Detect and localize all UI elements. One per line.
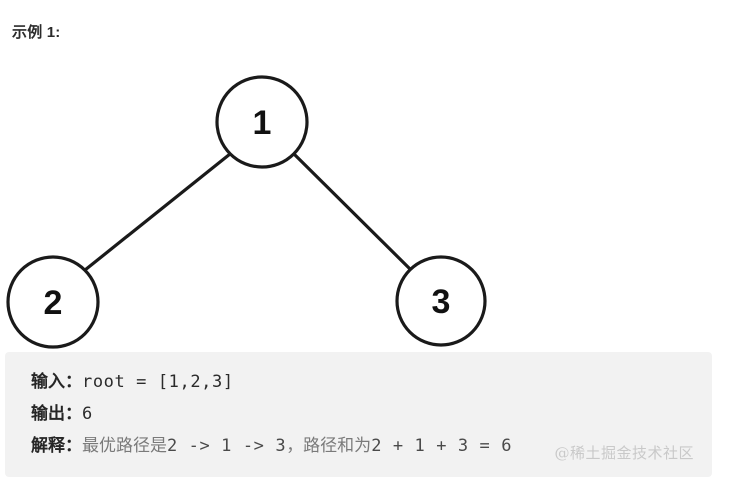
binary-tree-diagram: 1 2 3 bbox=[0, 55, 520, 355]
tree-node-left-circle bbox=[6, 255, 100, 349]
output-label: 输出： bbox=[31, 404, 82, 424]
input-label: 输入： bbox=[31, 372, 82, 392]
tree-node-right-label: 3 bbox=[432, 283, 451, 321]
explanation-expr-2: 2 + 1 + 3 = 6 bbox=[371, 436, 513, 456]
explanation-text-1: 最优路径是 bbox=[82, 436, 167, 456]
example-line-output: 输出：6 bbox=[5, 398, 712, 430]
input-value: root = [1,2,3] bbox=[82, 372, 234, 392]
explanation-label: 解释： bbox=[31, 436, 82, 456]
output-value: 6 bbox=[82, 404, 93, 424]
tree-edge-root-left bbox=[83, 152, 232, 272]
tree-node-left-label: 2 bbox=[44, 284, 63, 322]
explanation-text-2: ，路径和为 bbox=[286, 436, 372, 456]
tree-node-root-circle bbox=[215, 75, 309, 169]
watermark-label: @稀土掘金技术社区 bbox=[554, 444, 694, 462]
page-title: 示例 1: bbox=[12, 24, 61, 41]
example-code-block: 输入：root = [1,2,3] 输出：6 解释：最优路径是2 -> 1 ->… bbox=[5, 352, 712, 477]
tree-node-right-circle bbox=[395, 255, 487, 347]
example-line-explanation: 解释：最优路径是2 -> 1 -> 3，路径和为2 + 1 + 3 = 6 bbox=[5, 430, 712, 462]
example-line-input: 输入：root = [1,2,3] bbox=[5, 366, 712, 398]
tree-edge-root-right bbox=[292, 152, 412, 271]
tree-node-root-label: 1 bbox=[253, 104, 272, 142]
explanation-expr-1: 2 -> 1 -> 3 bbox=[167, 436, 287, 456]
